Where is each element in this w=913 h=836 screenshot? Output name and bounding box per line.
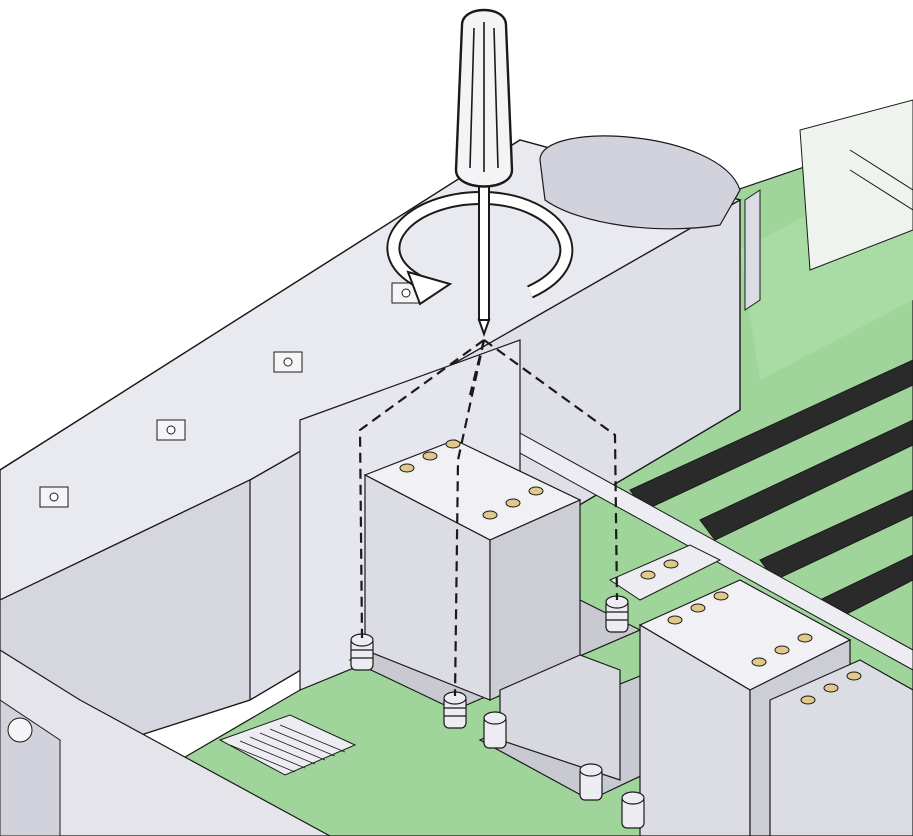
duct-mounting-tab <box>39 486 69 508</box>
cpu-heatsink-secondary <box>478 544 913 836</box>
heatpipe-caps <box>667 591 813 667</box>
heatpipe-caps <box>399 439 544 520</box>
alignment-lines <box>358 339 619 697</box>
heatsink-captive-screws <box>350 595 645 829</box>
chipset-heatsink <box>218 714 357 776</box>
captive-screw <box>579 763 603 801</box>
captive-screw <box>483 711 507 749</box>
dimm-slot <box>699 419 913 541</box>
captive-screw <box>621 791 645 829</box>
screwdriver-icon <box>454 8 514 337</box>
captive-screw <box>605 595 629 633</box>
cpu-heatsink <box>348 439 642 711</box>
dimm-slots <box>629 359 913 621</box>
captive-screw <box>443 691 467 729</box>
captive-screw <box>350 633 374 671</box>
rear-card-cage <box>744 99 913 311</box>
duct-mounting-tab <box>273 351 303 373</box>
duct-mounting-tab <box>156 419 186 441</box>
chassis-front-wall <box>0 649 331 836</box>
